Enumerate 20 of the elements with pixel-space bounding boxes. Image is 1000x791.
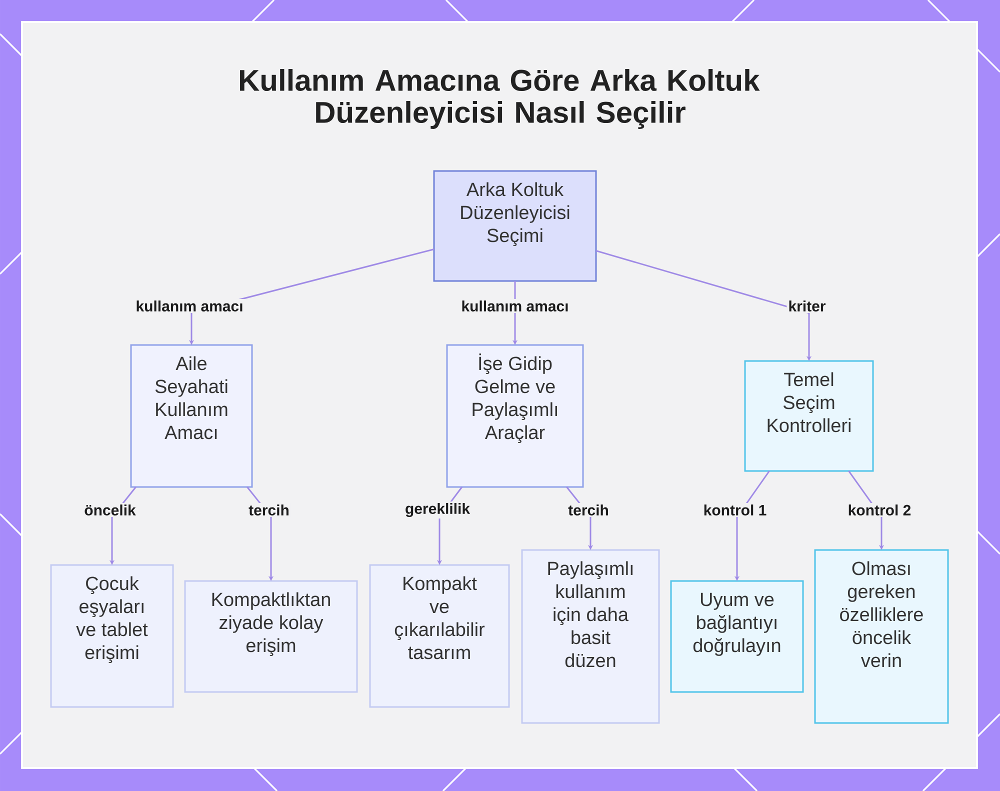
process-box: Arka Koltuk Düzenleyicisi Seçimi bbox=[433, 170, 597, 282]
edge-label: öncelik bbox=[82, 502, 138, 517]
edge-label: kriter bbox=[786, 299, 828, 313]
process-box: Olması gereken özelliklere öncelik verin bbox=[814, 549, 949, 724]
process-box: Çocuk eşyaları ve tablet erişimi bbox=[50, 564, 174, 708]
edge-label: kullanım amacı bbox=[134, 299, 245, 313]
edge-label: kontrol 2 bbox=[846, 502, 913, 517]
process-box: Temel Seçim Kontrolleri bbox=[744, 360, 874, 472]
edge-label: tercih bbox=[247, 502, 291, 517]
process-box: Paylaşımlı kullanım için daha basit düzen bbox=[521, 549, 660, 724]
process-box: Kompakt ve çıkarılabilir tasarım bbox=[369, 564, 510, 708]
process-box: İşe Gidip Gelme ve Paylaşımlı Araçlar bbox=[446, 344, 584, 488]
edge-label: gereklilik bbox=[403, 501, 472, 519]
edge-label: kullanım amacı bbox=[460, 299, 570, 313]
process-box: Uyum ve bağlantıyı doğrulayın bbox=[670, 580, 804, 693]
edge-label: tercih bbox=[566, 502, 610, 517]
process-box: Aile Seyahati Kullanım Amacı bbox=[130, 344, 253, 488]
edge-label: kontrol 1 bbox=[702, 502, 768, 517]
process-box: Kompaktlıktan ziyade kolay erişim bbox=[184, 580, 358, 693]
title: Kullanım Amacına Göre Arka Koltuk Düzenleyicisi Nasıl Seçilir bbox=[240, 69, 760, 129]
